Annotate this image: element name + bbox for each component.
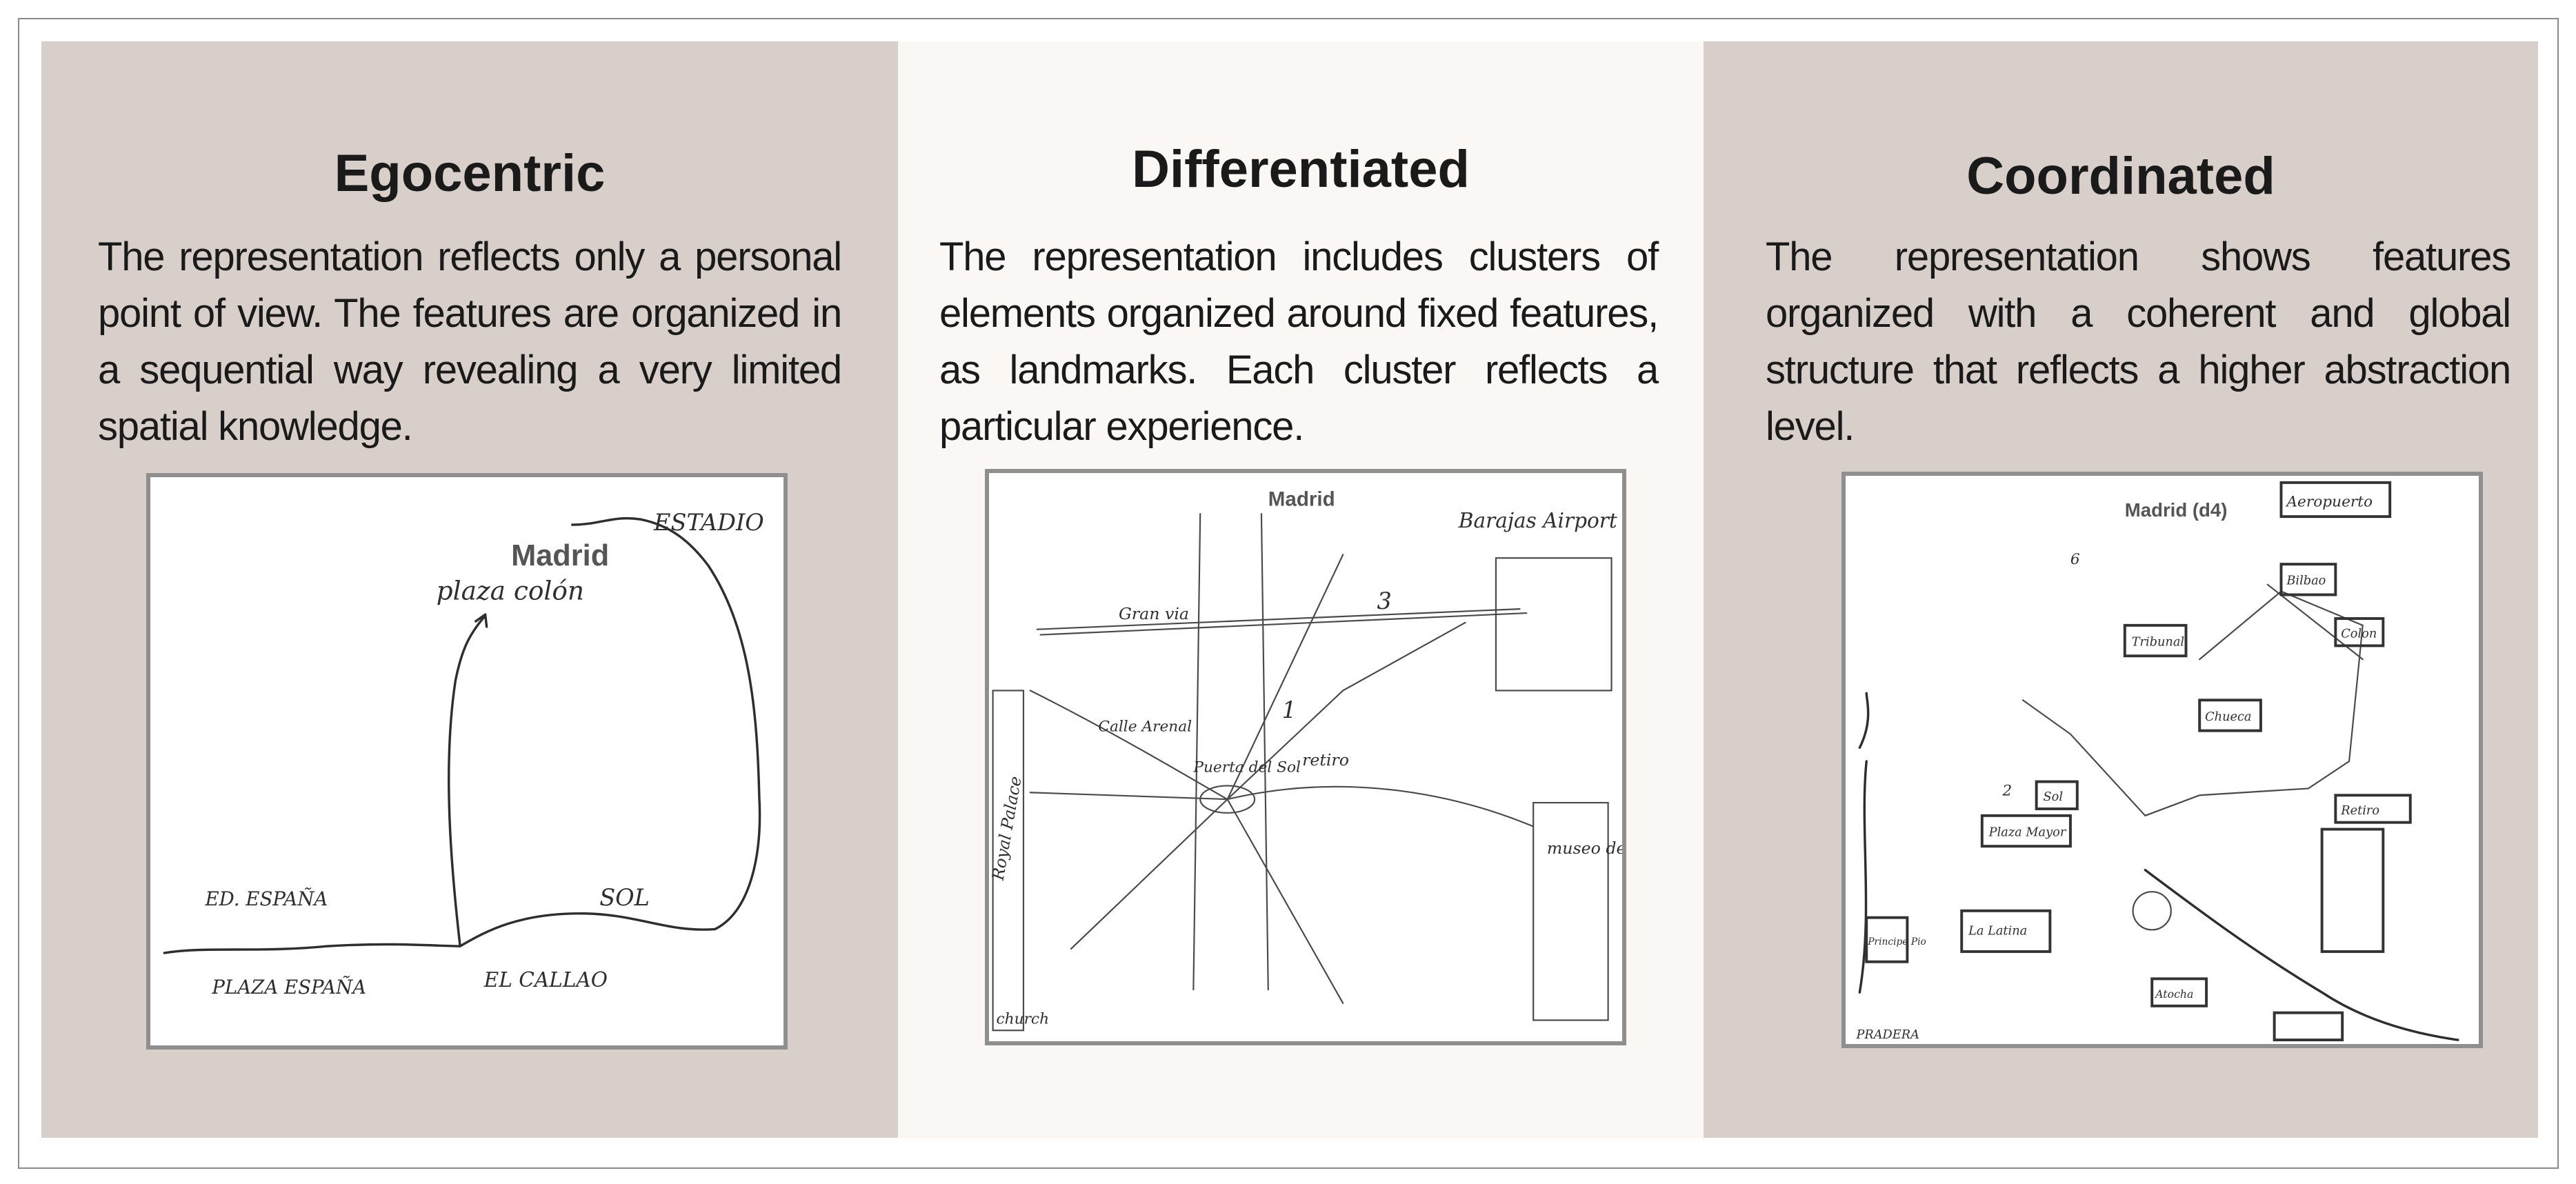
- station-box: [1865, 916, 1909, 963]
- route-branch: [448, 616, 486, 947]
- park-line: [1858, 692, 1870, 994]
- panel-differentiated: Differentiated The representation includ…: [898, 41, 1704, 1138]
- station-circle: [2132, 891, 2172, 931]
- sketch-label: Barajas Airport: [1458, 509, 1617, 532]
- metro-line: [2021, 699, 2146, 816]
- station-box: [2035, 780, 2079, 810]
- sketch-map-differentiated: Madrid Barajas Airport Gran via 3: [985, 469, 1626, 1045]
- differentiated-cluster-drawing: Madrid Barajas Airport Gran via 3: [989, 488, 1622, 1032]
- street-line: [1192, 513, 1201, 991]
- panel-coordinated: Coordinated The representation shows fea…: [1704, 41, 2538, 1138]
- station-box: [2279, 481, 2392, 519]
- sketch-title: Madrid (d4): [2125, 499, 2228, 521]
- sketch-label: museo de Prado: [1547, 839, 1622, 858]
- station-box: [2198, 699, 2262, 732]
- panel-title: Differentiated: [1132, 140, 1470, 199]
- panel-description: The representation reflects only a perso…: [98, 234, 842, 449]
- river-line: [2144, 868, 2459, 1041]
- panel-egocentric: Egocentric The representation reflects o…: [41, 41, 898, 1138]
- sketch-label: Bilbao: [2286, 574, 2326, 588]
- street-line: [1226, 785, 1535, 827]
- sketch-label: plaza colón: [437, 575, 584, 605]
- sketch-label: Plaza Mayor: [1988, 825, 2067, 839]
- street-line: [1029, 792, 1228, 801]
- station-box: [2334, 617, 2385, 648]
- sketch-label: Royal Palace: [989, 774, 1026, 882]
- street-line: [1070, 799, 1228, 950]
- sketch-label: ESTADIO: [653, 509, 764, 536]
- sketch-label: PRADERA: [1855, 1028, 1919, 1042]
- street-line: [1226, 799, 1344, 1004]
- station-box: [2279, 563, 2337, 596]
- sketch-label: Sol: [2044, 790, 2064, 804]
- palace-block: [992, 690, 1025, 1032]
- sketch-label: Calle Arenal: [1098, 719, 1192, 736]
- sketch-label: 1: [1282, 696, 1297, 723]
- street-line: [1029, 690, 1228, 801]
- panel-description: The representation shows features organi…: [1766, 234, 2511, 449]
- coordinated-network-drawing: Madrid (d4) Aeropuert: [1855, 481, 2459, 1042]
- sketch-label: Principe Pio: [1867, 936, 1926, 947]
- airport-block: [1495, 557, 1613, 692]
- sketch-label: retiro: [1302, 750, 1349, 770]
- panel-description: The representation includes clusters of …: [939, 234, 1659, 449]
- sketch-label: Tribunal: [2132, 635, 2184, 649]
- sketch-label: Retiro: [2340, 804, 2379, 818]
- station-box: [2273, 1011, 2344, 1042]
- station-box: [2150, 977, 2208, 1007]
- sketch-map-coordinated: Madrid (d4) Aeropuert: [1841, 472, 2483, 1048]
- street-line: [1260, 513, 1269, 991]
- sketch-label: Colon: [2341, 628, 2377, 641]
- street-line: [1036, 608, 1521, 630]
- museum-block: [1532, 801, 1609, 1021]
- street-line: [1226, 554, 1344, 801]
- sketch-label: church: [997, 1010, 1050, 1027]
- sketch-label: SOL: [599, 884, 650, 911]
- sketch-label: 6: [2070, 551, 2080, 568]
- sketch-label: EL CALLAO: [483, 968, 608, 992]
- sketch-label: ED. ESPAÑA: [205, 887, 328, 910]
- sketch-title: Madrid: [1268, 488, 1335, 510]
- sketch-label: Chueca: [2205, 710, 2251, 724]
- station-box: [2123, 623, 2188, 658]
- route-arrow: [475, 613, 488, 628]
- sketch-label: Gran via: [1119, 604, 1189, 623]
- sketch-label: 3: [1377, 588, 1391, 614]
- route-line: [163, 516, 761, 954]
- sketch-label: La Latina: [1968, 924, 2027, 938]
- egocentric-route-drawing: Madrid ESTADIO plaza colón ED. ESPAÑA SO…: [163, 509, 764, 999]
- street-line: [1226, 621, 1466, 801]
- panel-title: Coordinated: [1966, 147, 2275, 205]
- sketch-label: Aeropuerto: [2285, 493, 2373, 510]
- figure-frame: Egocentric The representation reflects o…: [18, 18, 2559, 1169]
- sketch-label: 2: [2001, 782, 2012, 799]
- sketch-label: PLAZA ESPAÑA: [211, 976, 366, 999]
- station-box: [1980, 814, 2072, 848]
- sketch-label: Puerta del Sol: [1192, 759, 1301, 776]
- street-line: [1039, 612, 1528, 636]
- park-box: [2320, 827, 2385, 953]
- panel-title: Egocentric: [334, 144, 606, 203]
- sketch-label: Atocha: [2154, 987, 2193, 1001]
- sketch-title: Madrid: [511, 539, 609, 572]
- station-box: [1960, 909, 2052, 953]
- station-box: [2334, 794, 2412, 824]
- sketch-map-egocentric: Madrid ESTADIO plaza colón ED. ESPAÑA SO…: [146, 473, 788, 1050]
- plaza-circle: [1199, 785, 1256, 814]
